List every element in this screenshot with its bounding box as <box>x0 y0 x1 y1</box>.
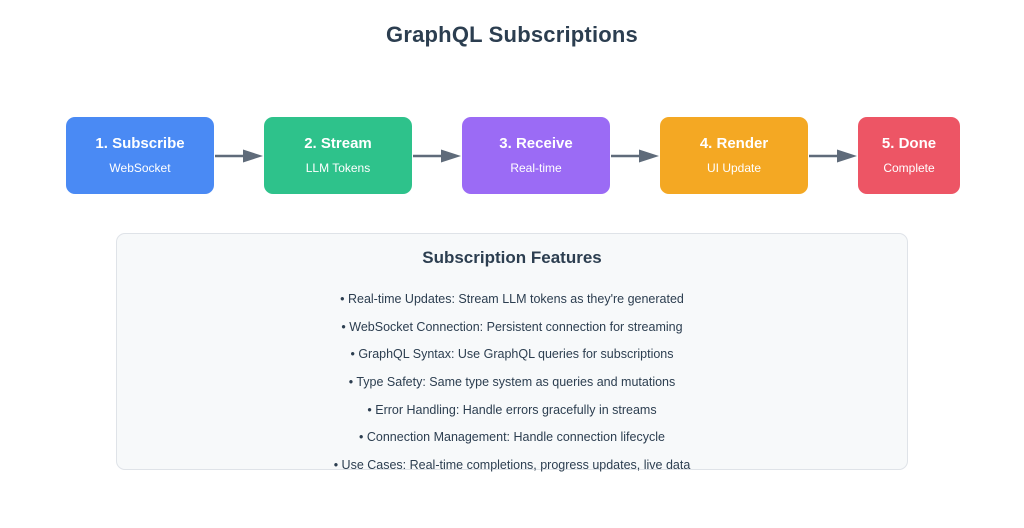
flow-step-title: 4. Render <box>699 135 769 153</box>
list-item: • Real-time Updates: Stream LLM tokens a… <box>340 292 684 307</box>
flow-arrow-icon <box>413 149 461 163</box>
features-list: • Real-time Updates: Stream LLM tokens a… <box>117 286 907 479</box>
flow-arrow-icon <box>611 149 659 163</box>
flow-step-title: 1. Subscribe <box>95 135 185 153</box>
page-title: GraphQL Subscriptions <box>386 22 638 47</box>
flow-arrow-icon <box>215 149 263 163</box>
flow-step-subtitle: LLM Tokens <box>305 160 371 175</box>
list-item: • Use Cases: Real-time completions, prog… <box>333 457 691 472</box>
list-item: • WebSocket Connection: Persistent conne… <box>341 319 683 334</box>
process-flow-diagram: 1. Subscribe WebSocket 2. Stream LLM Tok… <box>66 117 960 194</box>
flow-arrow-icon <box>809 149 857 163</box>
flow-step-done: 5. Done Complete <box>858 117 960 194</box>
flow-step-subscribe: 1. Subscribe WebSocket <box>66 117 214 194</box>
list-item: • GraphQL Syntax: Use GraphQL queries fo… <box>350 347 674 362</box>
flow-step-subtitle: UI Update <box>706 160 762 175</box>
list-item: • Error Handling: Handle errors graceful… <box>367 402 657 417</box>
list-item: • Type Safety: Same type system as queri… <box>348 375 676 390</box>
flow-step-subtitle: Complete <box>883 160 935 175</box>
flow-step-receive: 3. Receive Real-time <box>462 117 610 194</box>
list-item: • Connection Management: Handle connecti… <box>359 430 665 445</box>
flow-step-title: 3. Receive <box>499 135 573 153</box>
features-panel-title: Subscription Features <box>422 248 602 267</box>
flow-step-stream: 2. Stream LLM Tokens <box>264 117 412 194</box>
subscription-features-panel: Subscription Features • Real-time Update… <box>116 233 908 472</box>
flow-step-title: 5. Done <box>881 135 937 153</box>
flow-step-render: 4. Render UI Update <box>660 117 808 194</box>
flow-step-subtitle: WebSocket <box>109 160 171 175</box>
flow-step-title: 2. Stream <box>304 135 372 153</box>
flow-step-subtitle: Real-time <box>510 160 562 175</box>
